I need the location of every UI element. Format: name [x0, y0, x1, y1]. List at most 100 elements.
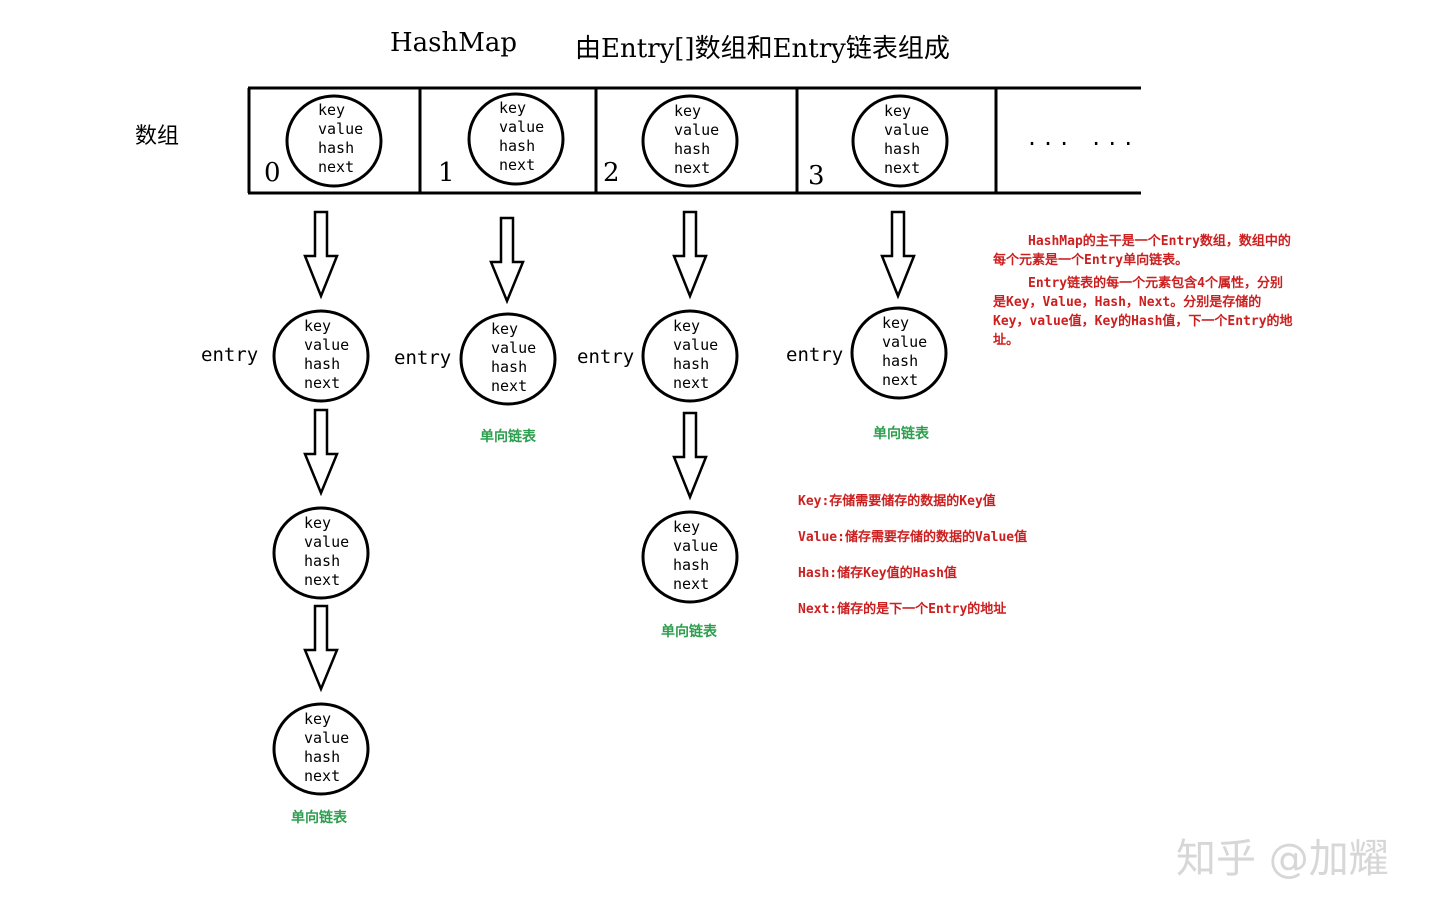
field-hash: hash — [674, 140, 711, 158]
field-next: next — [304, 571, 341, 589]
field-next: next — [491, 377, 528, 395]
field-hash: hash — [884, 140, 921, 158]
field-key: key — [884, 102, 912, 120]
entry-label: entry — [577, 346, 635, 368]
field-key: key — [304, 710, 332, 728]
chain-caption: 单向链表 — [661, 624, 717, 640]
field-key: key — [673, 518, 701, 536]
field-next: next — [884, 159, 921, 177]
node-fields: key value hash next — [304, 514, 374, 590]
array-label: 数组 — [135, 124, 180, 149]
field-value: value — [673, 537, 719, 555]
slot-index-0: 0 — [264, 158, 281, 188]
field-hash: hash — [491, 358, 528, 376]
chain-node-0-1 — [272, 309, 370, 403]
node-fields: key value hash next — [499, 99, 569, 175]
field-next: next — [673, 575, 710, 593]
field-key: key — [304, 317, 332, 335]
chain-node-0-2 — [272, 506, 370, 600]
field-hash: hash — [673, 556, 710, 574]
chain-node-2-2 — [641, 510, 739, 604]
field-key: key — [491, 320, 519, 338]
node-fields: key value hash next — [304, 317, 374, 393]
field-hash: hash — [318, 139, 355, 157]
arrow-down — [672, 411, 708, 501]
arrow-down — [880, 210, 916, 300]
array-ellipsis: ... ... — [1026, 126, 1139, 150]
field-value: value — [884, 121, 930, 139]
field-next: next — [674, 159, 711, 177]
field-hash: hash — [673, 355, 710, 373]
watermark: 知乎 @加耀 — [1176, 836, 1389, 882]
slot-node-3 — [851, 94, 949, 188]
field-value: value — [882, 333, 928, 351]
field-hash: hash — [304, 748, 341, 766]
node-fields: key value hash next — [304, 710, 374, 786]
entry-label: entry — [201, 344, 259, 366]
slot-index-2: 2 — [603, 158, 620, 188]
field-key: key — [674, 102, 702, 120]
node-fields: key value hash next — [673, 317, 743, 393]
field-next: next — [882, 371, 919, 389]
field-next: next — [304, 374, 341, 392]
field-key: key — [318, 101, 346, 119]
slot-node-1 — [467, 92, 565, 186]
note-paragraph-2: Entry链表的每一个元素包含4个属性，分别是Key，Value，Hash，Ne… — [993, 276, 1293, 348]
definition-hash: Hash:储存Key值的Hash值 — [798, 566, 957, 581]
field-value: value — [318, 120, 364, 138]
field-key: key — [882, 314, 910, 332]
node-fields: key value hash next — [884, 102, 954, 178]
field-hash: hash — [304, 355, 341, 373]
field-next: next — [499, 156, 536, 174]
arrow-down — [489, 216, 525, 305]
chain-node-3-1 — [850, 306, 948, 400]
chain-node-2-1 — [641, 309, 739, 403]
field-next: next — [318, 158, 355, 176]
chain-caption: 单向链表 — [291, 810, 347, 826]
field-key: key — [304, 514, 332, 532]
slot-node-2 — [641, 94, 739, 188]
entry-label: entry — [786, 344, 844, 366]
field-value: value — [304, 533, 350, 551]
slot-node-0 — [285, 94, 383, 188]
note-paragraph-1: HashMap的主干是一个Entry数组，数组中的每个元素是一个Entry单向链… — [993, 234, 1291, 268]
field-key: key — [673, 317, 701, 335]
slot-index-1: 1 — [438, 158, 455, 188]
chain-node-1-1 — [459, 312, 557, 406]
entry-label: entry — [394, 347, 452, 369]
definition-next: Next:储存的是下一个Entry的地址 — [798, 602, 1007, 617]
node-fields: key value hash next — [491, 320, 561, 396]
field-hash: hash — [882, 352, 919, 370]
diagram-subtitle: 由Entry[]数组和Entry链表组成 — [575, 34, 950, 64]
definition-key: Key:存储需要储存的数据的Key值 — [798, 494, 996, 509]
field-value: value — [304, 336, 350, 354]
diagram-title: HashMap — [390, 28, 518, 58]
chain-caption: 单向链表 — [480, 429, 536, 445]
chain-node-0-3 — [272, 702, 370, 796]
field-definitions: Key:存储需要储存的数据的Key值 Value:储存需要存储的数据的Value… — [798, 490, 1027, 634]
arrow-down — [303, 210, 339, 300]
arrow-down — [303, 408, 339, 497]
field-hash: hash — [499, 137, 536, 155]
field-hash: hash — [304, 552, 341, 570]
node-fields: key value hash next — [674, 102, 744, 178]
explanation-note: HashMap的主干是一个Entry数组，数组中的每个元素是一个Entry单向链… — [993, 232, 1293, 350]
definition-value: Value:储存需要存储的数据的Value值 — [798, 530, 1028, 545]
field-value: value — [674, 121, 720, 139]
node-fields: key value hash next — [882, 314, 952, 390]
node-fields: key value hash next — [673, 518, 743, 594]
field-value: value — [304, 729, 350, 747]
arrow-down — [672, 210, 708, 300]
field-value: value — [491, 339, 537, 357]
field-key: key — [499, 99, 527, 117]
node-fields: key value hash next — [318, 101, 388, 177]
arrow-down — [303, 604, 339, 693]
field-next: next — [673, 374, 710, 392]
field-value: value — [673, 336, 719, 354]
field-next: next — [304, 767, 341, 785]
slot-index-3: 3 — [808, 161, 825, 191]
chain-caption: 单向链表 — [873, 426, 929, 442]
field-value: value — [499, 118, 545, 136]
